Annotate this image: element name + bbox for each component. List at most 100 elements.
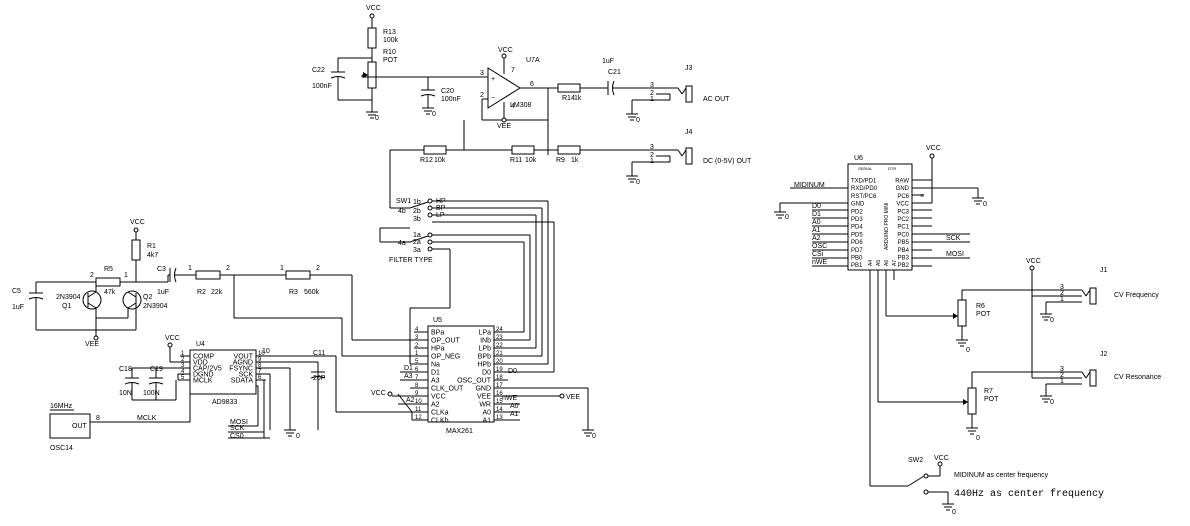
svg-text:3: 3 [1060, 366, 1064, 373]
u6-bottom-pin-name: A5 [876, 260, 882, 266]
u4-left-pin-name: COMP [193, 354, 214, 361]
opamp-part: LM308 [510, 102, 532, 109]
u5-max261: U5 MAX261 BPa4OP_OUT3HPa2OP_NEG1Na5D16A3… [414, 317, 508, 435]
u5-right-pin-name: D0 [482, 370, 491, 377]
u5-part: MAX261 [446, 428, 473, 435]
r1-value: 4k7 [147, 252, 158, 259]
u5-left-pin-number: 3 [415, 335, 419, 341]
r13-ref: R13 [383, 29, 396, 36]
net-cs-u6: CSi [812, 251, 824, 258]
r3-value: 560k [304, 289, 320, 296]
vcc-opamp: VCC [498, 47, 513, 54]
vcc-u6: VCC [926, 145, 941, 152]
r3-resistor [285, 270, 311, 280]
net-a2-u5: A2 [406, 397, 415, 404]
gnd-r7: 0 [976, 435, 980, 442]
r12-resistor [423, 145, 447, 155]
u4-right-pin-name: SDATA [231, 378, 254, 385]
u6-left-pin-name: RST/PC6 [851, 194, 877, 200]
net-d0-u5: D0 [508, 368, 517, 375]
net-a3-u5: A3 [404, 373, 413, 380]
r10-pot [367, 61, 377, 89]
j3-ref: J3 [685, 65, 693, 72]
net-sck-u6: SCK [946, 235, 961, 242]
u6-right-pin-name: VCC [896, 202, 909, 208]
r5-ref: R5 [104, 266, 113, 273]
sw1-ref: SW1 [396, 198, 411, 205]
u5-left-pin-number: 6 [415, 367, 419, 373]
gnd-u5: 0 [592, 433, 596, 440]
u5-left-pin-name: OP_OUT [431, 338, 461, 345]
u6-right-pin-name: PC0 [897, 232, 909, 238]
u5-left-pin-number: 4 [415, 327, 419, 333]
u6-right-pin-name: PB4 [898, 248, 910, 254]
c21-value: 1uF [602, 58, 614, 65]
u5-left-pin-number: 12 [415, 415, 422, 421]
u4-left-pin-number: 2 [181, 357, 185, 363]
input-pot-section: VCC R13 100k R10 POT 0 C22 100nF [312, 5, 482, 122]
u4-right-pin-number: 9 [258, 357, 262, 363]
u5-left-pin-number: 9 [415, 391, 419, 397]
sw1-pin-4a: 4a [398, 240, 406, 247]
u4-part: AD9833 [212, 399, 237, 406]
u5-left-pin-name: BPa [431, 330, 444, 337]
gnd-j4: 0 [636, 179, 640, 186]
u6-arduino-pro-mini: U6 SERIAL DTR ARDUINO PRO MINI TXD/PD1RX… [847, 155, 913, 271]
u4-left-pin-name: VDD [193, 360, 208, 367]
q1-ref: Q1 [62, 303, 71, 310]
u6-part: ARDUINO PRO MINI [884, 203, 890, 250]
u5-right-pin-name: A0 [482, 410, 491, 417]
u4-left-pin-number: 1 [181, 351, 185, 357]
u6-left-pin-name: PB1 [851, 263, 863, 269]
r5-value: 47k [104, 289, 116, 296]
net-mclk: MCLK [137, 415, 157, 422]
u6-right-pin-name: PC1 [897, 225, 909, 231]
u4-left-pin-number: 3 [181, 363, 185, 369]
r10-value: POT [383, 57, 398, 64]
net-a0-u5: A0 [510, 403, 519, 410]
u5-left-pin-name: Na [431, 362, 440, 369]
osc14: 16MHz OUT 8 OSC14 [49, 403, 116, 452]
q2-transistor [122, 290, 142, 310]
r11-ref: R11 [510, 157, 522, 164]
u6-right-pin-name: PC6 [897, 194, 909, 200]
u4-left-pin-number: 5 [181, 375, 185, 381]
r9-value: 1k [571, 157, 579, 164]
u4-right-pin-name: VOUT [234, 354, 254, 361]
sw1-pin-1b: 1b [413, 199, 421, 206]
net-sck-u4: SCK [230, 425, 245, 432]
net-a0-u6: A0 [812, 219, 821, 226]
c20-value: 100nF [441, 96, 461, 103]
r10-ref: R10 [383, 49, 396, 56]
u6-bottom-pin-name: A4 [868, 260, 874, 266]
u6-body [847, 163, 913, 271]
u6-right-pin-name: PB3 [898, 256, 910, 262]
c19-value: 100N [143, 390, 160, 397]
net-mosi-u4: MOSI [230, 419, 248, 426]
vcc-r1: VCC [130, 219, 145, 226]
u5-right-pin-number: 20 [496, 359, 503, 365]
opamp-pin-plus: 3 [480, 70, 484, 77]
u5-wiring: 0 VEE D0 nWE A0 A1 D1 A3 VCC A2 [278, 221, 596, 440]
vee-q: VEE [85, 341, 99, 348]
r12-ref: R12 [420, 157, 433, 164]
u6-bottom-pin-name: A6 [884, 260, 890, 266]
c18-ref: C18 [119, 366, 132, 373]
vcc-u4: VCC [165, 335, 180, 342]
r14-resistor [557, 83, 581, 93]
sw1-pin-1a: 1a [413, 232, 421, 239]
net-d1-u5: D1 [404, 365, 413, 372]
osc-pin: OUT [72, 423, 88, 430]
r11-resistor [511, 145, 535, 155]
vcc-label: VCC [366, 5, 381, 12]
u6-left-pin-name: PD4 [851, 225, 863, 231]
u5-right-pin-name: LPa [479, 330, 492, 337]
svg-text:3: 3 [650, 82, 654, 89]
c21-ref: C21 [608, 69, 621, 76]
r11-value: 10k [525, 157, 537, 164]
c11-value: 20P [313, 375, 326, 382]
q2-part: 2N3904 [143, 303, 168, 310]
j4-label: DC (0-5V) OUT [703, 158, 752, 165]
osc-body [49, 413, 91, 439]
r3-ref: R3 [289, 289, 298, 296]
